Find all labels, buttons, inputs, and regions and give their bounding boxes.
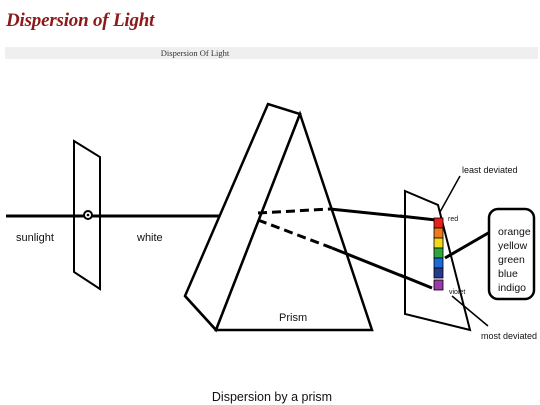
most-deviated-label: most deviated (481, 331, 537, 341)
least-deviated-leader (439, 175, 461, 213)
spectrum-band-indigo (433, 267, 444, 279)
violet-label: violet (449, 289, 465, 296)
spectrum-list-item: blue (498, 268, 518, 280)
spectrum-list-item: green (498, 254, 525, 266)
red-label: red (448, 216, 458, 223)
spectrum-strip (433, 217, 444, 291)
spectrum-band-blue (433, 257, 444, 269)
spectrum-band-yellow (433, 237, 444, 249)
slit-aperture-center (86, 213, 90, 217)
emergent-ray-red-front (399, 214, 437, 222)
emergent-ray-violet-front (399, 273, 433, 290)
least-deviated-label: least deviated (462, 165, 518, 175)
caption-bar: Dispersion Of Light (5, 47, 538, 59)
sunlight-label: sunlight (16, 232, 54, 244)
page-title: Dispersion of Light (6, 10, 155, 31)
spectrum-connector (444, 230, 491, 260)
spectrum-band-red (433, 217, 444, 229)
most-deviated-leader (451, 295, 489, 327)
spectrum-list-item: indigo (498, 282, 526, 294)
spectrum-band-green (433, 247, 444, 259)
diagram-caption: Dispersion by a prism (212, 390, 332, 404)
spectrum-band-orange (433, 227, 444, 239)
spectrum-list-item: yellow (498, 240, 528, 252)
prism-label: Prism (279, 312, 307, 324)
prism-bottom-edge (184, 295, 217, 331)
spectrum-list-item: orange (498, 226, 531, 238)
spectrum-list-box (487, 207, 536, 301)
white-label: white (136, 232, 163, 244)
caption-bar-text: Dispersion Of Light (160, 48, 230, 58)
internal-ray-red (257, 207, 331, 215)
spectrum-band-violet (433, 279, 444, 291)
prism-front-face (214, 110, 374, 332)
